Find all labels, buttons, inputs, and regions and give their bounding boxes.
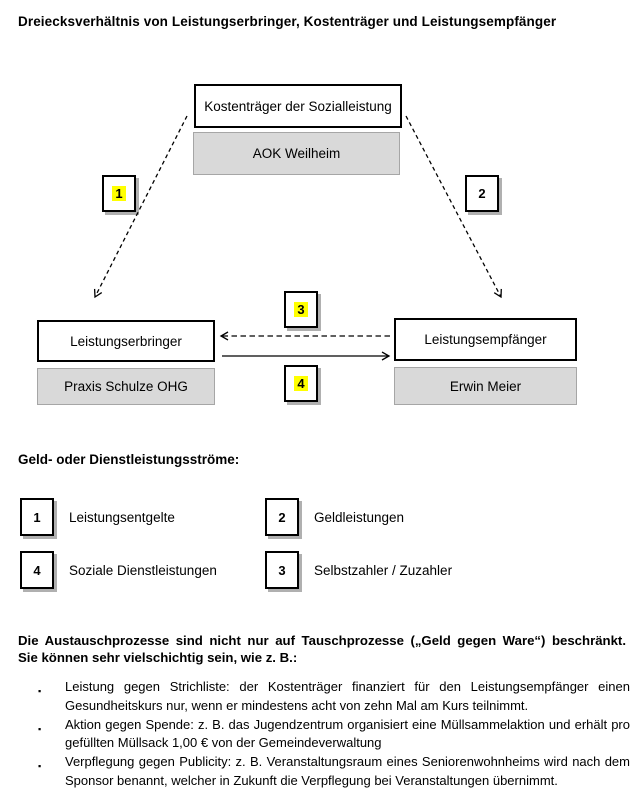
flow-marker-2: 2 <box>465 175 499 212</box>
flow-marker-3-number: 3 <box>294 302 308 317</box>
bullet-icon: ▪ <box>38 761 42 772</box>
legend-label: Geldleistungen <box>314 509 405 525</box>
kostentraeger-name-box: AOK Weilheim <box>193 132 400 175</box>
flow-marker-3: 3 <box>284 291 318 328</box>
bullet-icon: ▪ <box>38 723 42 734</box>
list-item: ▪ Verpflegung gegen Publicity: z. B. Ver… <box>38 753 630 791</box>
bullet-text: Verpflegung gegen Publicity: z. B. Veran… <box>65 754 630 788</box>
list-item: ▪ Aktion gegen Spende: z. B. das Jugendz… <box>38 716 630 754</box>
leistungsempfaenger-name-box: Erwin Meier <box>394 367 577 405</box>
flow-marker-1: 1 <box>102 175 136 212</box>
leistungsempfaenger-role-box: Leistungsempfänger <box>394 318 577 361</box>
legend-label: Leistungsentgelte <box>69 509 175 525</box>
leistungserbringer-role-label: Leistungserbringer <box>70 333 182 349</box>
legend-number: 4 <box>33 562 41 578</box>
list-item: ▪ Leistung gegen Strichliste: der Kosten… <box>38 678 630 716</box>
legend-item-2: 2 Geldleistungen <box>265 498 404 536</box>
leistungsempfaenger-name-label: Erwin Meier <box>449 378 522 394</box>
legend-item-4: 4 Soziale Dienstleistungen <box>20 551 217 589</box>
flow-marker-4-number: 4 <box>294 376 308 391</box>
kostentraeger-role-box: Kostenträger der Sozialleistung <box>194 84 402 128</box>
bullet-icon: ▪ <box>38 686 42 696</box>
leistungsempfaenger-role-label: Leistungsempfänger <box>424 332 547 347</box>
legend-number-box: 3 <box>265 551 299 589</box>
legend-number-box: 4 <box>20 551 54 589</box>
legend-heading: Geld- oder Dienstleistungsströme: <box>18 452 240 467</box>
flow-marker-4: 4 <box>284 365 318 402</box>
legend-item-1: 1 Leistungsentgelte <box>20 498 175 536</box>
flow-marker-2-number: 2 <box>478 186 486 201</box>
legend-number: 1 <box>33 509 41 525</box>
legend-number-box: 2 <box>265 498 299 536</box>
leistungserbringer-name-box: Praxis Schulze OHG <box>37 368 215 405</box>
notes-intro-line2: Sie können sehr vielschichtig sein, wie … <box>18 650 298 665</box>
flow-marker-1-number: 1 <box>112 186 126 201</box>
legend-number: 2 <box>278 509 286 525</box>
bullet-text: Leistung gegen Strichliste: der Kostentr… <box>65 679 630 713</box>
legend-label: Selbstzahler / Zuzahler <box>314 562 453 578</box>
leistungserbringer-name-label: Praxis Schulze OHG <box>64 379 188 394</box>
legend-number-box: 1 <box>20 498 54 536</box>
bullet-text: Aktion gegen Spende: z. B. das Jugendzen… <box>65 716 630 751</box>
notes-intro: Die Austauschprozesse sind nicht nur auf… <box>18 632 626 666</box>
notes-intro-line1: Die Austauschprozesse sind nicht nur auf… <box>18 633 626 648</box>
kostentraeger-name-label: AOK Weilheim <box>252 146 341 161</box>
page-title: Dreiecksverhältnis von Leistungserbringe… <box>18 14 557 29</box>
legend-label: Soziale Dienstleistungen <box>69 562 217 578</box>
kostentraeger-role-label: Kostenträger der Sozialleistung <box>204 98 392 114</box>
legend-item-3: 3 Selbstzahler / Zuzahler <box>265 551 452 589</box>
legend-number: 3 <box>278 562 286 578</box>
notes-bullet-list: ▪ Leistung gegen Strichliste: der Kosten… <box>38 678 630 791</box>
leistungserbringer-role-box: Leistungserbringer <box>37 320 215 362</box>
